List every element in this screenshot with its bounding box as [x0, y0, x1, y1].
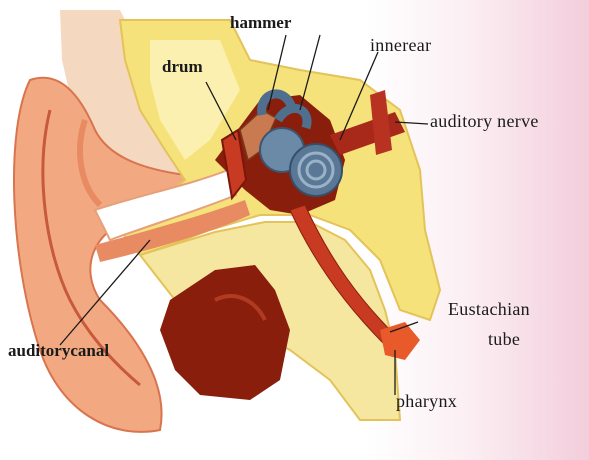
label-eustachian: Eustachian [448, 300, 530, 318]
cochlea [290, 144, 342, 196]
label-pharynx: pharynx [396, 392, 457, 410]
label-drum: drum [162, 58, 203, 75]
label-auditory-nerve: auditory nerve [430, 112, 539, 130]
label-eustachian-tube: tube [488, 330, 520, 348]
label-hammer: hammer [230, 14, 291, 31]
label-auditory-canal: auditorycanal [8, 342, 109, 359]
label-innerear: innerear [370, 36, 431, 54]
